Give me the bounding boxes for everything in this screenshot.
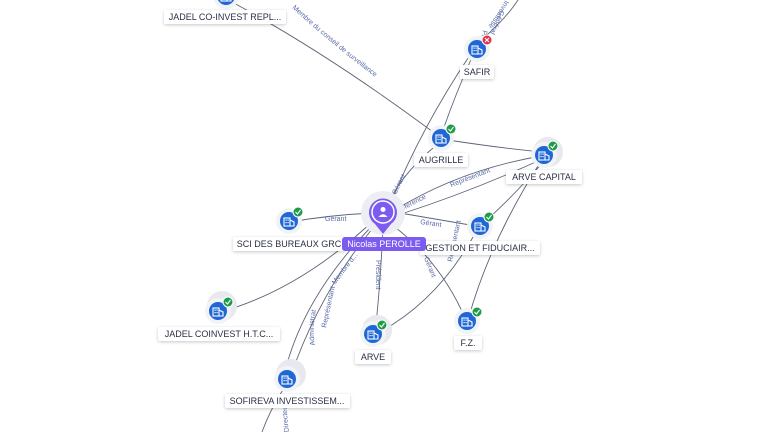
node-label-jadel-coinvest-htc: JADEL COINVEST H.T.C... xyxy=(158,327,280,341)
edge-safir-augrille xyxy=(441,54,474,134)
edge-center-arvecap xyxy=(394,155,542,211)
edge-center-safir xyxy=(389,54,471,206)
node-label-jadel-co-invest: JADEL CO-INVEST REPL... xyxy=(164,10,286,24)
ok-status-icon xyxy=(222,296,234,308)
ok-status-icon xyxy=(445,123,457,135)
ok-status-icon xyxy=(376,319,388,331)
edge-sofireva-bottom xyxy=(261,387,285,432)
edge-label-membre-surveillance: Membre du conseil de surveillance xyxy=(291,4,378,78)
company-node-arve-capital[interactable]: ARVE CAPITAL xyxy=(506,137,582,184)
node-label-arve-capital: ARVE CAPITAL xyxy=(506,170,582,184)
node-label-sofireva: SOFIREVA INVESTISSEM... xyxy=(225,394,350,408)
edge-label-directeur: Directeur xyxy=(282,403,291,432)
node-label-safir: SAFIR xyxy=(460,65,494,79)
ok-status-icon xyxy=(471,306,483,318)
edge-label-representant: Représentant xyxy=(449,167,491,189)
node-label-fz: F.Z. xyxy=(454,336,482,350)
company-node-jadel-coinvest-htc[interactable]: JADEL COINVEST H.T.C... xyxy=(158,291,280,341)
svg-text:SOFIREVA INVESTISSEM...: SOFIREVA INVESTISSEM... xyxy=(230,396,345,406)
edge-label-gerant-sci: Gérant xyxy=(325,216,346,223)
node-label-gestion-fiduciaire: GESTION ET FIDUCIAIR... xyxy=(420,241,540,255)
person-icon xyxy=(378,207,388,217)
company-node-arve[interactable]: ARVE xyxy=(355,315,392,364)
svg-text:SAFIR: SAFIR xyxy=(464,67,491,77)
company-node-sci-bureaux[interactable]: SCI DES BUREAUX GRC xyxy=(233,206,345,251)
svg-text:JADEL COINVEST H.T.C...: JADEL COINVEST H.T.C... xyxy=(165,329,274,339)
edge-label-administration: Administration xyxy=(0,0,318,346)
svg-text:ARVE CAPITAL: ARVE CAPITAL xyxy=(512,172,576,182)
svg-text:ARVE: ARVE xyxy=(361,352,385,362)
edge-center-jadel-htc xyxy=(219,219,375,313)
company-node-gestion-fiduciaire[interactable]: GESTION ET FIDUCIAIR... xyxy=(420,211,540,255)
edge-center-arvecap-2 xyxy=(397,159,541,216)
error-status-icon xyxy=(481,34,493,46)
svg-text:GESTION ET FIDUCIAIR...: GESTION ET FIDUCIAIR... xyxy=(425,243,534,253)
edge-label-gerant-gestion: Gérant xyxy=(420,219,442,229)
svg-text:JADEL CO-INVEST REPL...: JADEL CO-INVEST REPL... xyxy=(169,12,282,22)
edge-augrille-arvecap xyxy=(447,139,543,153)
edge-label-president-arve: Président xyxy=(374,260,381,290)
company-node-augrille[interactable]: AUGRILLE xyxy=(414,123,468,167)
node-label-arve: ARVE xyxy=(355,350,391,364)
ok-status-icon xyxy=(292,206,304,218)
edge-center-fz xyxy=(391,224,467,321)
company-node-sofireva[interactable]: SOFIREVA INVESTISSEM... xyxy=(225,359,350,408)
company-node-safir[interactable]: SAFIR xyxy=(460,34,494,79)
company-node-jadel-co-invest[interactable]: JADEL CO-INVEST REPL... xyxy=(164,0,286,24)
company-node-fz[interactable]: F.Z. xyxy=(454,306,483,350)
svg-text:F.Z.: F.Z. xyxy=(461,338,476,348)
svg-text:Nicolas PEROLLE: Nicolas PEROLLE xyxy=(347,239,421,249)
node-label-augrille: AUGRILLE xyxy=(414,153,468,167)
edge-label-representant-sofireva: Représentant xyxy=(321,286,337,329)
edge-labels: Membre du conseil de surveillance Présid… xyxy=(0,0,509,432)
node-label-sci-bureaux: SCI DES BUREAUX GRC xyxy=(233,237,345,251)
edge-label-gerant-augrille: Gérant xyxy=(391,173,407,195)
svg-text:SCI DES BUREAUX GRC: SCI DES BUREAUX GRC xyxy=(237,239,342,249)
center-person-label: Nicolas PEROLLE xyxy=(342,237,426,251)
center-person-node[interactable]: Nicolas PEROLLE xyxy=(342,191,426,251)
ok-status-icon xyxy=(547,140,559,152)
ok-status-icon xyxy=(483,211,495,223)
edge-label-gerant-fz: Gérant xyxy=(422,256,437,279)
svg-text:AUGRILLE: AUGRILLE xyxy=(419,155,464,165)
